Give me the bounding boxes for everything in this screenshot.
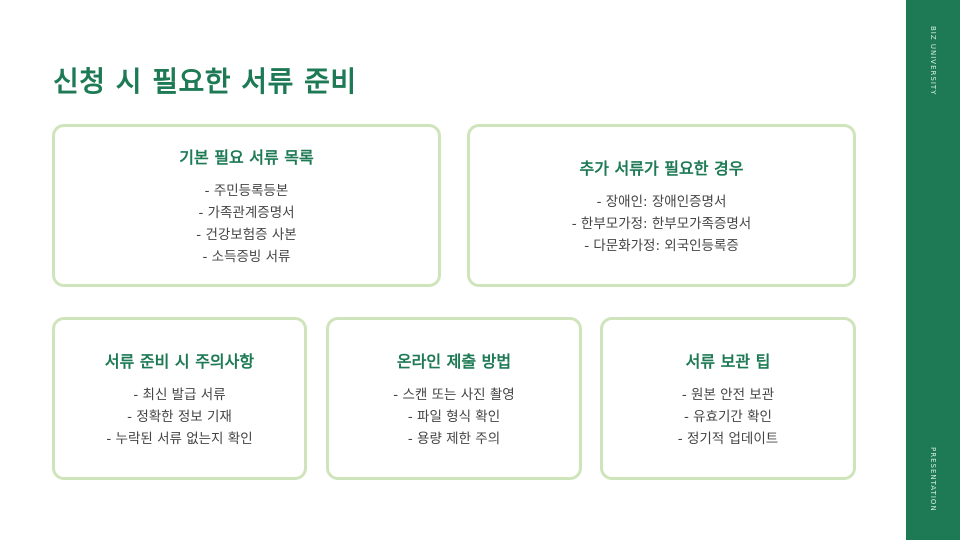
card-title: 서류 준비 시 주의사항: [104, 351, 255, 371]
list-item: - 스캔 또는 사진 촬영: [393, 386, 515, 403]
list-item: - 다문화가정: 외국인등록증: [584, 237, 739, 254]
card-list: - 장애인: 장애인증명서 - 한부모가정: 한부모가족증명서 - 다문화가정:…: [572, 191, 751, 257]
card-online-submission: 온라인 제출 방법 - 스캔 또는 사진 촬영 - 파일 형식 확인 - 용량 …: [326, 317, 582, 480]
list-item: - 용량 제한 주의: [407, 430, 501, 447]
card-title: 기본 필요 서류 목록: [179, 147, 314, 167]
card-list: - 최신 발급 서류 - 정확한 정보 기재 - 누락된 서류 없는지 확인: [106, 384, 252, 450]
card-caution: 서류 준비 시 주의사항 - 최신 발급 서류 - 정확한 정보 기재 - 누락…: [52, 317, 307, 480]
card-title: 온라인 제출 방법: [396, 351, 512, 371]
list-item: - 유효기간 확인: [684, 408, 772, 425]
list-item: - 누락된 서류 없는지 확인: [106, 430, 253, 447]
card-list: - 스캔 또는 사진 촬영 - 파일 형식 확인 - 용량 제한 주의: [393, 384, 514, 450]
card-basic-documents: 기본 필요 서류 목록 - 주민등록등본 - 가족관계증명서 - 건강보험증 사…: [52, 124, 441, 287]
side-bar-bottom-text: PRESENTATION: [929, 447, 937, 512]
card-title: 서류 보관 팁: [685, 351, 771, 371]
list-item: - 건강보험증 사본: [196, 226, 297, 243]
list-item: - 한부모가정: 한부모가족증명서: [571, 215, 752, 232]
list-item: - 정확한 정보 기재: [127, 408, 232, 425]
side-bar-top-text: BIZ UNIVERSITY: [929, 26, 937, 96]
slide-title: 신청 시 필요한 서류 준비: [53, 65, 357, 98]
list-item: - 가족관계증명서: [198, 204, 295, 221]
list-item: - 파일 형식 확인: [407, 408, 501, 425]
list-item: - 소득증빙 서류: [202, 248, 291, 265]
card-list: - 원본 안전 보관 - 유효기간 확인 - 정기적 업데이트: [678, 384, 778, 450]
list-item: - 원본 안전 보관: [681, 386, 775, 403]
card-extra-documents: 추가 서류가 필요한 경우 - 장애인: 장애인증명서 - 한부모가정: 한부모…: [467, 124, 856, 287]
card-storage-tips: 서류 보관 팁 - 원본 안전 보관 - 유효기간 확인 - 정기적 업데이트: [600, 317, 856, 480]
list-item: - 장애인: 장애인증명서: [596, 193, 727, 210]
side-bar: BIZ UNIVERSITY PRESENTATION: [906, 0, 960, 540]
list-item: - 최신 발급 서류: [133, 386, 226, 403]
card-list: - 주민등록등본 - 가족관계증명서 - 건강보험증 사본 - 소득증빙 서류: [196, 180, 296, 268]
list-item: - 정기적 업데이트: [677, 430, 779, 447]
card-title: 추가 서류가 필요한 경우: [579, 158, 744, 178]
list-item: - 주민등록등본: [204, 182, 289, 199]
